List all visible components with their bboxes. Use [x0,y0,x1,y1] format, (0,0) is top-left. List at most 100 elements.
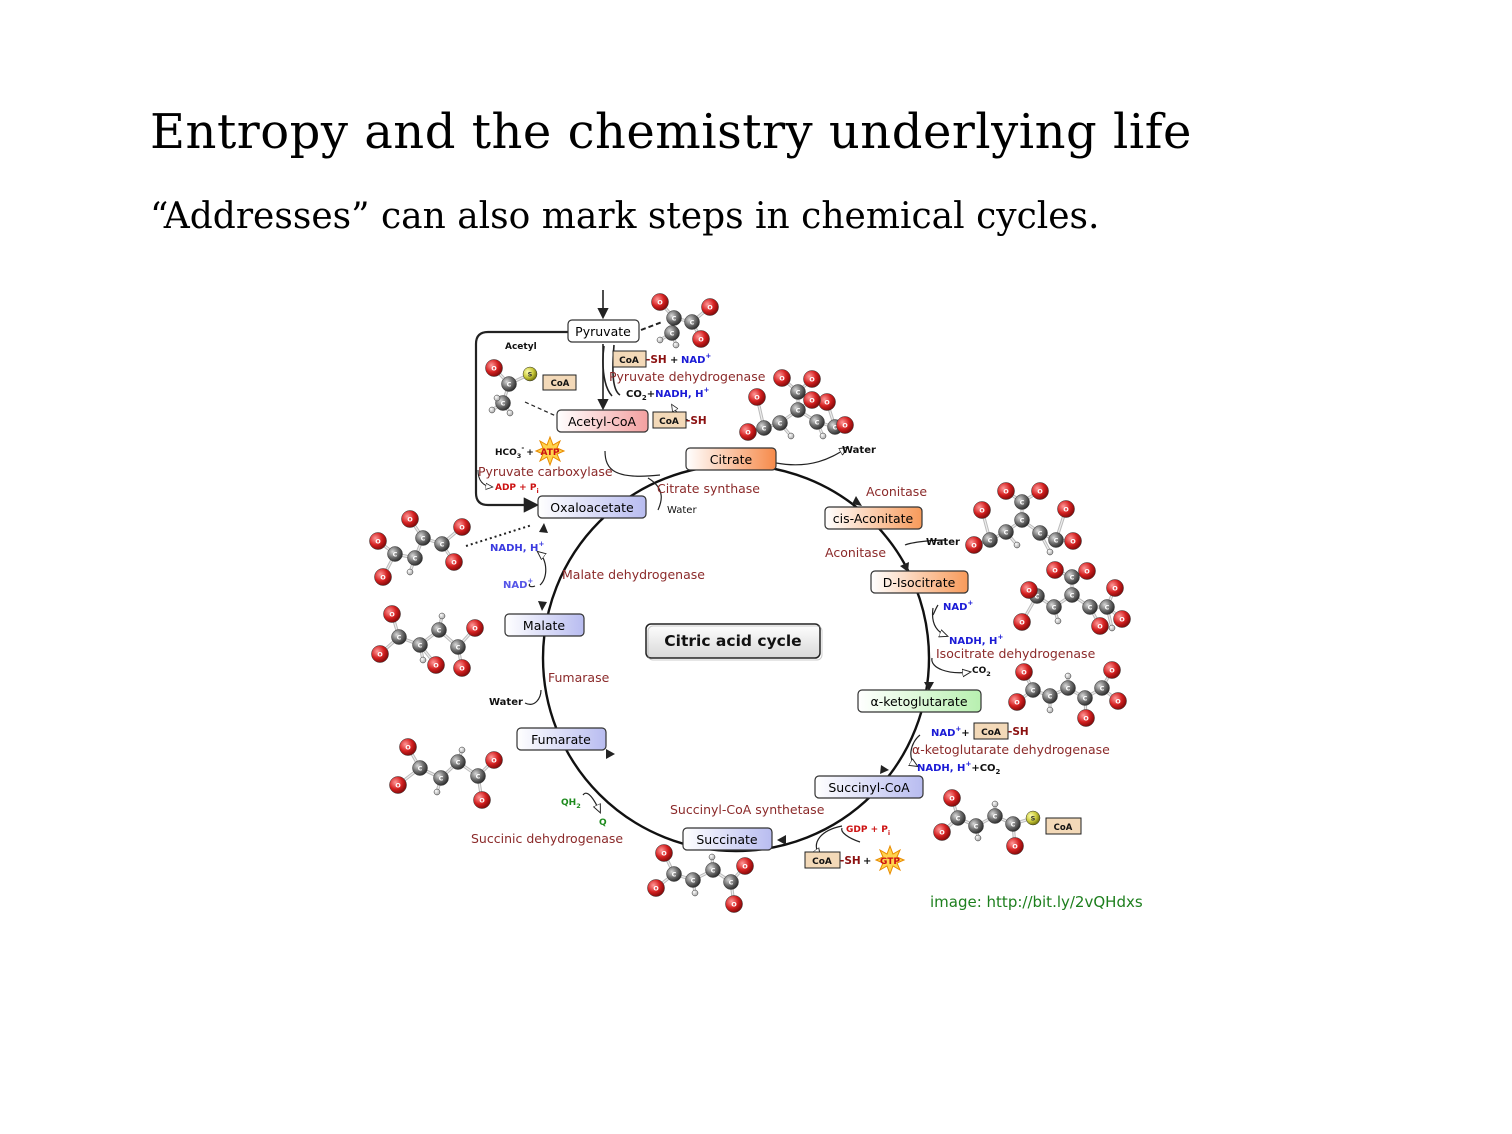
carbon-atom [685,872,701,888]
oxygen-atom [1113,610,1131,628]
oxygen-atom [445,553,463,571]
image-credit[interactable]: image: http://bit.ly/2vQHdxs [930,893,1143,911]
oxygen-atom [647,879,665,897]
oxygen-atom [1109,692,1127,710]
oxygen-atom-letter: O [1019,619,1025,627]
oxygen-atom-letter: O [1083,715,1089,723]
q-label: Q [599,818,607,828]
coa-label-2: CoA [659,417,679,427]
oxygen-atom-letter: O [754,394,760,402]
carbon-atom [666,310,682,326]
carbon-atom-letter: C [439,775,444,783]
carbon-atom [1014,494,1030,510]
carbon-atom-letter: C [988,537,993,545]
carbon-atom [415,530,431,546]
carbon-atom [1099,599,1115,615]
metabolite-a-ketoglutarate: α-ketoglutarate [857,689,982,713]
carbon-atom [501,376,517,392]
oxygen-atom [389,776,407,794]
oxygen-atom [748,388,766,406]
sulfur-atom [1025,810,1041,826]
plus-label-1: + [670,355,678,366]
carbon-atom [756,420,772,436]
carbon-atom [723,874,739,890]
nad-label-1: NAD+ [681,352,711,366]
carbon-atom-letter: C [440,541,445,549]
oxygen-atom [701,298,719,316]
oxygen-atom-letter: O [375,538,381,546]
oxygen-atom [739,423,757,441]
carbon-atom [1082,599,1098,615]
carbon-atom-letter: C [670,330,675,338]
atp-label: ATP [540,448,559,458]
coa-label-acetyl-molecule: CoA [551,379,570,389]
oxygen-atom [383,605,401,623]
nadh-label-4: NADH, H+ [490,540,544,554]
oxygen-atom-letter: O [1014,699,1020,707]
label-d-isocitrate: D-Isocitrate [883,575,956,590]
oxygen-atom-letter: O [809,397,815,405]
oxygen-atom-letter: O [433,662,439,670]
carbon-atom-letter: C [1004,529,1009,537]
carbon-atom-letter: C [1105,604,1110,612]
coa-label-succinyl-molecule: CoA [1054,823,1073,833]
coa-box-acetyl-molecule [542,374,577,391]
oxygen-atom [399,738,417,756]
carbon-atom [450,754,466,770]
hydrogen-atom [1013,541,1021,549]
carbon-atom-letter: C [437,627,442,635]
oxygen-atom-letter: O [949,795,955,803]
pyruvate-entry [474,290,689,513]
coa-box-1 [612,350,647,368]
carbon-atom [470,768,486,784]
oxygen-atom-letter: O [1063,506,1069,514]
hydrogen-atom [438,612,446,620]
carbon-atom-letter: C [393,551,398,559]
metabolite-succinate: Succinate [682,827,773,851]
hydrogen-atom [691,889,699,897]
oxygen-atom [1031,482,1049,500]
oxygen-atom [485,751,503,769]
center-label-box: Citric acid cycle [645,623,823,661]
carbon-atom-letter: C [1088,604,1093,612]
gtp-label: GTP [880,857,900,867]
cycle-arrowheads [538,496,934,845]
oxygen-atom-letter: O [491,757,497,765]
carbon-atom [434,536,450,552]
carbon-atom [412,637,428,653]
carbon-atom [1014,512,1030,528]
oxygen-atom [1078,562,1096,580]
oxygen-atom [965,536,983,554]
water-label-3: Water [926,537,960,548]
plus-label-4: + [863,856,871,867]
oxygen-atom [1013,613,1031,631]
metabolite-oxaloacetate: Oxaloacetate [537,495,647,519]
carbon-atom-letter: C [833,424,838,432]
enzyme-aconitase-2: Aconitase [825,545,886,560]
oxygen-atom-letter: O [1021,669,1027,677]
coa-label-4: CoA [812,857,832,867]
gtp-starburst-icon: GTP [874,844,906,876]
hydrogen-atom [1064,672,1072,680]
hydrogen-atom [1108,624,1116,632]
coa-box-2 [652,411,687,429]
carbon-atom-letter: C [974,823,979,831]
oxygen-atom-letter: O [472,625,478,633]
hydrogen-atom [708,853,716,861]
oxygen-atom [803,391,821,409]
carbon-atom [987,808,1003,824]
oxygen-atom-letter: O [657,299,663,307]
oxygen-atom-letter: O [842,422,848,430]
oxygen-atom [427,656,445,674]
oxygen-atom [973,501,991,519]
enzyme-pyruvate-carboxylase: Pyruvate carboxylase [478,464,613,479]
water-label-2: Water [842,445,876,456]
hydrogen-atom [493,394,501,402]
oxygen-atom [453,518,471,536]
carbon-atom-letter: C [778,420,783,428]
oxygen-atom [736,857,754,875]
carbon-atom [391,629,407,645]
